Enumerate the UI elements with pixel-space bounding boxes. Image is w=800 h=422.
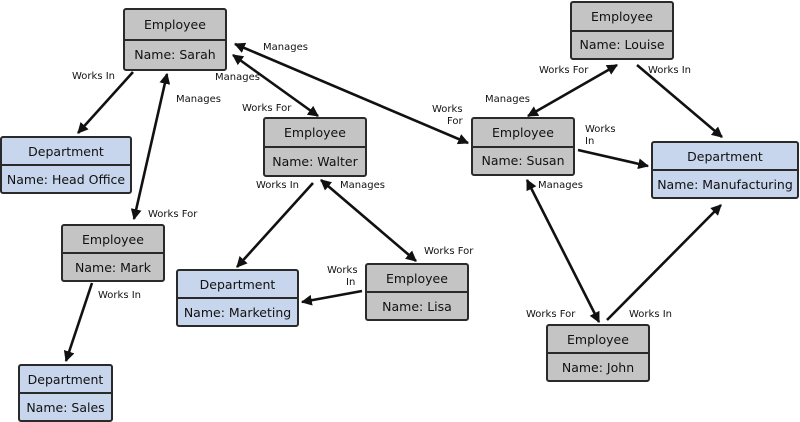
label-mark-sales: Works In (98, 290, 141, 301)
node-type-label: Department (178, 271, 297, 299)
department-node-marketing[interactable]: Department Name: Marketing (176, 269, 299, 327)
edge-sarah-head-office (77, 71, 134, 134)
node-name-label: Name: Head Office (6, 171, 126, 187)
edge-lisa-marketing (300, 289, 363, 306)
department-node-head-office[interactable]: Department Name: Head Office (0, 136, 132, 194)
node-type-label: Employee (548, 326, 648, 354)
label-lisa-marketing-in: In (346, 277, 355, 288)
label-john-manufacturing: Works In (629, 309, 672, 320)
node-type-label: Employee (63, 226, 163, 254)
employee-node-walter[interactable]: Employee Name: Walter (263, 117, 367, 177)
label-susan-louise-works-for: Works For (539, 65, 589, 76)
edge-louise-manufacturing (636, 64, 723, 138)
edge-susan-john (525, 179, 601, 323)
node-name-label: Name: Sarah (134, 47, 216, 63)
node-name-label: Name: Walter (272, 154, 358, 169)
employee-node-louise[interactable]: Employee Name: Louise (570, 1, 674, 60)
edge-walter-marketing (236, 182, 314, 268)
label-sarah-susan-for: For (447, 116, 464, 127)
node-type-label: Employee (125, 10, 225, 41)
employee-node-lisa[interactable]: Employee Name: Lisa (365, 263, 469, 321)
edge-sarah-mark (130, 72, 171, 221)
employee-node-john[interactable]: Employee Name: John (546, 324, 650, 382)
department-node-manufacturing[interactable]: Department Name: Manufacturing (651, 141, 799, 199)
label-sarah-walter-works-for: Works For (242, 103, 292, 114)
edge-susan-manufacturing (577, 148, 650, 170)
label-susan-louise-manages: Manages (485, 94, 530, 105)
label-sarah-mark-works-for: Works For (148, 209, 198, 220)
node-type-label: Employee (367, 265, 467, 293)
node-name-label: Name: Marketing (183, 304, 292, 320)
edge-mark-sales (63, 282, 94, 363)
node-type-label: Department (653, 143, 797, 171)
edge-walter-lisa (320, 179, 417, 262)
department-node-sales[interactable]: Department Name: Sales (18, 364, 113, 422)
employee-node-susan[interactable]: Employee Name: Susan (471, 117, 575, 176)
node-name-label: Name: Sales (26, 399, 105, 415)
node-name-label: Name: Mark (75, 259, 151, 275)
node-name-label: Name: Manufacturing (657, 176, 793, 192)
node-type-label: Department (2, 138, 130, 166)
employee-node-sarah[interactable]: Employee Name: Sarah (123, 8, 227, 71)
label-walter-marketing: Works In (256, 180, 299, 191)
node-name-label: Name: Susan (481, 153, 565, 169)
node-name-label: Name: Louise (579, 37, 665, 53)
employee-node-mark[interactable]: Employee Name: Mark (61, 224, 165, 282)
node-type-label: Employee (473, 119, 573, 148)
node-name-label: Name: Lisa (382, 298, 452, 314)
edge-john-manufacturing (606, 204, 722, 321)
label-susan-john-works-for: Works For (526, 309, 576, 320)
label-sarah-head-office: Works In (72, 71, 115, 82)
label-susan-manufacturing-in: In (585, 136, 594, 147)
node-type-label: Employee (572, 3, 672, 32)
label-sarah-susan-works: Works (432, 104, 463, 115)
label-sarah-walter-manages: Manages (215, 72, 260, 83)
node-type-label: Employee (265, 119, 365, 148)
label-louise-manufacturing: Works In (648, 65, 691, 76)
edge-susan-louise (527, 63, 618, 118)
label-lisa-marketing-works: Works (327, 265, 358, 276)
node-name-label: Name: John (561, 359, 635, 375)
label-susan-manufacturing-works: Works (585, 124, 616, 135)
label-walter-lisa-manages: Manages (340, 180, 385, 191)
label-susan-john-manages: Manages (538, 180, 583, 191)
node-type-label: Department (20, 366, 111, 394)
label-sarah-mark-manages: Manages (176, 94, 221, 105)
edge-sarah-susan (233, 42, 470, 145)
label-sarah-susan-manages: Manages (263, 42, 308, 53)
label-walter-lisa-works-for: Works For (424, 246, 474, 257)
